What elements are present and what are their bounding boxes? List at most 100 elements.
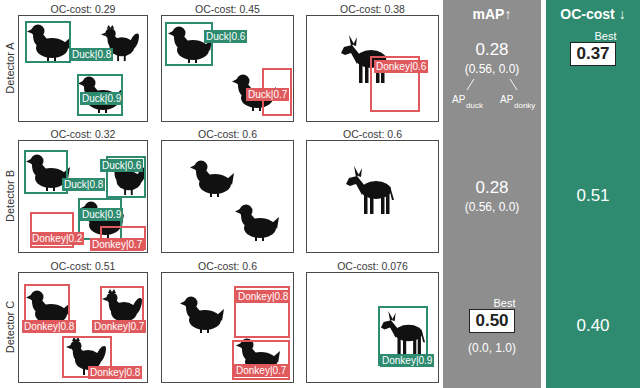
metric-band: OC-cost ↓0.510.40Best0.37	[546, 0, 640, 388]
panel-header: OC-cost: 0.32	[18, 127, 148, 140]
ap-label: AP	[452, 92, 465, 106]
detector-name: Detector C	[4, 301, 16, 354]
duck-silhouette	[80, 202, 124, 239]
row-label: Detector B	[2, 170, 17, 222]
detection-box: Donkey|0.9	[378, 306, 428, 366]
image-panel: OC-cost: 0.6	[161, 140, 294, 253]
detection-box: Donkey|0.7	[100, 286, 144, 330]
detection-tag: Donkey|0.7	[92, 318, 146, 333]
detection-box: Donkey|0.7	[232, 340, 290, 380]
image-panel: OC-cost: 0.38Donkey|0.6	[306, 15, 439, 122]
image-panel: OC-cost: 0.076Donkey|0.9	[306, 272, 439, 383]
panel-header: OC-cost: 0.076	[306, 259, 439, 272]
class-score: Donkey|0.6	[374, 60, 428, 73]
image-panel: OC-cost: 0.51Donkey|0.8Donkey|0.7Donkey|…	[18, 272, 148, 383]
metric-text: (0.56, 0.0)	[465, 61, 520, 76]
image-panel: OC-cost: 0.6	[306, 140, 439, 253]
detection-box: Duck|0.6	[165, 22, 213, 66]
class-score: Donkey|0.7	[90, 238, 144, 251]
metric-value: (0.56, 0.0)	[465, 200, 520, 214]
ap-label: duck	[466, 98, 483, 111]
best-box: Best0.37	[570, 42, 615, 66]
oc-cost-label: OC-cost: 0.076	[337, 260, 408, 272]
image-panel: OC-cost: 0.29Duck|0.8Duck|0.9	[18, 15, 148, 122]
detection-tag: Donkey|0.2	[30, 230, 84, 245]
detection-box: Donkey|0.2	[30, 212, 74, 248]
class-score: Duck|0.8	[62, 178, 105, 191]
detection-tag: Duck|0.8	[62, 176, 105, 191]
best-tag: Best	[494, 296, 516, 309]
ap-subscript: donky	[514, 101, 535, 110]
metric-text: mAP↑	[473, 5, 512, 23]
detection-tag: Donkey|0.6	[374, 58, 428, 73]
oc-cost-label: OC-cost: 0.6	[343, 128, 402, 140]
detection-tag: Duck|0.6	[100, 157, 143, 172]
detection-box: Duck|0.8	[24, 150, 68, 194]
detection-box: Donkey|0.6	[370, 56, 420, 112]
detection-tag: Donkey|0.8	[22, 318, 76, 333]
column-heading: mAP↑	[473, 6, 512, 22]
row-label: Detector A	[2, 42, 17, 93]
ap-subscript: duck	[466, 101, 483, 110]
donkey-silhouette	[341, 35, 389, 83]
ap-label: AP	[500, 92, 513, 106]
class-score: Donkey|0.8	[236, 290, 290, 303]
oc-cost-label: OC-cost: 0.6	[198, 260, 257, 272]
metric-text: 0.40	[576, 316, 609, 336]
metric-text: OC-cost ↓	[560, 5, 625, 23]
class-score: Donkey|0.7	[234, 364, 288, 377]
best-box: Best0.50	[469, 309, 514, 333]
detection-tag: Donkey|0.7	[90, 236, 144, 251]
panel-header: OC-cost: 0.45	[161, 2, 294, 15]
duck-silhouette	[190, 161, 234, 198]
metric-value: 0.50	[475, 311, 508, 330]
metric-text: 0.28	[475, 40, 508, 60]
oc-cost-label: OC-cost: 0.51	[51, 260, 116, 272]
detection-box: Donkey|0.8	[234, 286, 290, 338]
class-score: Donkey|0.8	[22, 320, 76, 333]
row-label: Detector C	[2, 301, 17, 354]
duck-silhouette	[180, 297, 224, 334]
detection-tag: Donkey|0.9	[380, 352, 434, 367]
detection-box: Duck|0.7	[262, 68, 292, 116]
detection-box: Donkey|0.7	[100, 226, 146, 250]
image-panel: OC-cost: 0.6Donkey|0.8Donkey|0.7	[161, 272, 294, 383]
detection-tag: Donkey|0.7	[234, 362, 288, 377]
oc-cost-label: OC-cost: 0.32	[51, 128, 116, 140]
metric-value: (0.0, 1.0)	[468, 341, 516, 355]
detection-box: Duck|0.9	[77, 74, 123, 116]
detection-tag: Duck|0.9	[80, 206, 123, 221]
detection-tag: Duck|0.8	[70, 46, 113, 61]
leader-line	[467, 79, 474, 90]
class-score: Donkey|0.9	[380, 354, 434, 367]
panel-header: OC-cost: 0.6	[161, 259, 294, 272]
best-label: Best	[494, 297, 516, 309]
oc-cost-label: OC-cost: 0.6	[198, 128, 257, 140]
panel-header: OC-cost: 0.6	[161, 127, 294, 140]
detector-name: Detector B	[4, 170, 16, 222]
panel-header: OC-cost: 0.6	[306, 127, 439, 140]
class-score: Donkey|0.7	[92, 320, 146, 333]
detection-box: Duck|0.6	[106, 156, 146, 198]
class-score: Duck|0.6	[100, 159, 143, 172]
detection-tag: Duck|0.6	[204, 28, 247, 43]
detection-tag: Donkey|0.8	[236, 288, 290, 303]
duck-silhouette	[235, 205, 279, 242]
ap-name: AP	[452, 94, 465, 105]
detection-box: Donkey|0.8	[62, 336, 112, 378]
oc-cost-label: OC-cost: 0.29	[51, 3, 116, 15]
detection-box: Duck|0.8	[25, 21, 71, 63]
class-score: Duck|0.9	[80, 92, 123, 105]
panel-header: OC-cost: 0.51	[18, 259, 148, 272]
best-tag: Best	[595, 29, 617, 42]
metric-text: (0.56, 0.0)	[465, 199, 520, 214]
class-score: Duck|0.8	[70, 48, 113, 61]
class-score: Donkey|0.2	[30, 232, 84, 245]
metric-value: 0.28	[475, 40, 508, 59]
class-score: Duck|0.9	[80, 208, 123, 221]
class-score: Duck|0.6	[204, 30, 247, 43]
detection-tag: Donkey|0.8	[88, 364, 142, 379]
ap-label: donky	[514, 98, 535, 111]
ap-name: AP	[500, 94, 513, 105]
